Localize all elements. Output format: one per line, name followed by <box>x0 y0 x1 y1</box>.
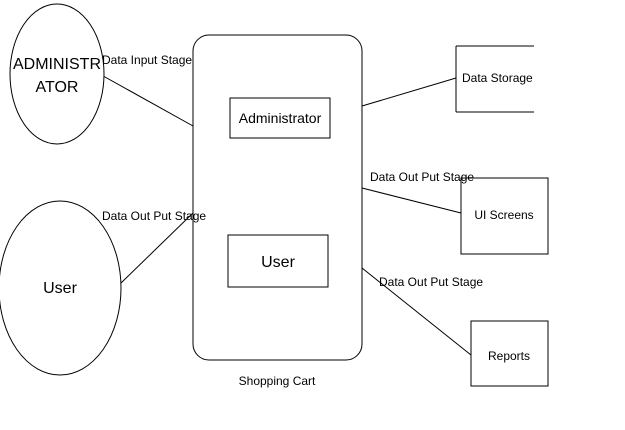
edge-cart-to-storage <box>361 77 457 107</box>
administrator-entity: ADMINISTR ATOR <box>9 3 105 145</box>
shopping-cart-process: Administrator User Shopping Cart <box>192 34 363 388</box>
edge-label-ui-output: Data Out Put Stage <box>370 170 474 184</box>
user-box <box>227 234 329 288</box>
administrator-box-label: Administrator <box>239 110 322 126</box>
administrator-label-line2: ATOR <box>36 79 79 96</box>
administrator-label-line1: ADMINISTR <box>13 56 101 73</box>
reports-box <box>470 320 549 387</box>
user-box-label: User <box>261 254 295 271</box>
data-storage-entity: Data Storage <box>455 45 534 113</box>
user-circle <box>0 200 122 376</box>
edge-label-data-input: Data Input Stage <box>102 53 192 67</box>
administrator-box <box>229 97 331 139</box>
ui-screens-box <box>460 177 549 255</box>
ui-screens-label: UI Screens <box>474 208 533 222</box>
edge-admin-to-cart <box>95 71 194 127</box>
data-storage-label: Data Storage <box>462 71 533 85</box>
edge-label-reports-output: Data Out Put Stage <box>379 275 483 289</box>
ui-screens-entity: UI Screens <box>460 177 549 255</box>
administrator-circle <box>9 3 105 145</box>
reports-entity: Reports <box>470 320 549 387</box>
edge-cart-to-ui <box>361 187 462 214</box>
shopping-cart-caption: Shopping Cart <box>239 374 316 388</box>
edge-user-to-cart <box>120 212 194 284</box>
shopping-cart-container <box>192 34 363 361</box>
user-entity: User <box>0 200 122 376</box>
edge-label-user-output: Data Out Put Stage <box>102 209 206 223</box>
reports-label: Reports <box>488 349 530 363</box>
edge-cart-to-reports <box>361 267 472 356</box>
user-circle-label: User <box>43 280 77 297</box>
